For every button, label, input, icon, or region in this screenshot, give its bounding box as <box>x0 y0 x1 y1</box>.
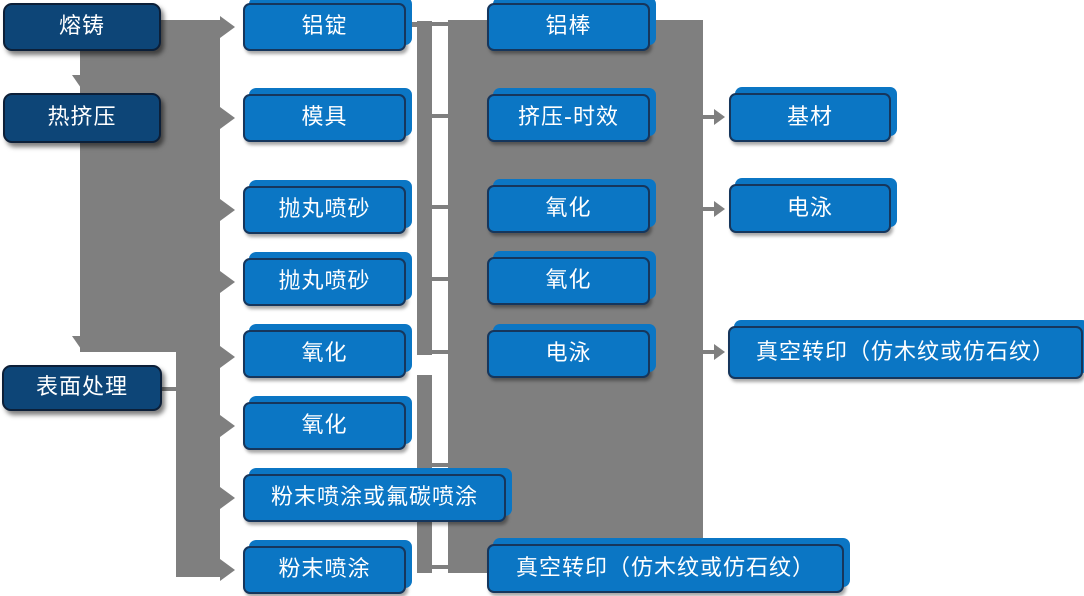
arrow-to-base-material <box>714 109 725 125</box>
node-electrophoresis-2: 电泳 <box>729 184 891 233</box>
node-hot-extrusion: 热挤压 <box>3 93 161 143</box>
arrow-to-oxidation-1 <box>220 346 235 368</box>
arrow-to-powder-or-fluorocarbon <box>220 487 235 509</box>
main-band-stage1 <box>80 20 220 352</box>
node-shot-blasting-2: 抛丸喷砂 <box>243 258 406 306</box>
arrow-line-to-vacuum-transfer-2 <box>703 350 715 354</box>
tie-line-row4 <box>432 277 448 281</box>
mid-bus-band-upper <box>417 21 432 355</box>
arrow-to-oxidation-2 <box>220 415 235 437</box>
node-oxidation-1: 氧化 <box>243 330 406 378</box>
arrow-to-shot-blasting-1 <box>220 199 235 221</box>
surface-branch-band <box>176 352 220 577</box>
tie-line-row8 <box>432 565 448 569</box>
arrow-to-mold <box>220 107 235 129</box>
node-powder-coating: 粉末喷涂 <box>243 546 406 594</box>
tie-line-row5 <box>432 350 448 354</box>
node-mold: 模具 <box>243 94 406 142</box>
node-shot-blasting-1: 抛丸喷砂 <box>243 186 406 234</box>
tie-line-row3 <box>432 205 448 209</box>
node-aluminum-rod: 铝棒 <box>487 3 650 51</box>
node-powder-or-fluorocarbon: 粉末喷涂或氟碳喷涂 <box>243 474 506 522</box>
arrow-to-aluminum-ingot <box>220 16 235 38</box>
surface-treatment-stub-line <box>160 387 177 391</box>
node-vacuum-transfer-1: 真空转印（仿木纹或仿石纹） <box>487 544 844 593</box>
tie-line-row7 <box>432 463 448 467</box>
arrow-line-to-electrophoresis-2 <box>703 207 715 211</box>
tie-line-row1 <box>432 22 448 26</box>
node-aluminum-ingot: 铝锭 <box>243 3 406 51</box>
node-base-material: 基材 <box>729 93 891 142</box>
arrow-to-shot-blasting-2 <box>220 271 235 293</box>
arrow-down-to-surface-treatment <box>72 336 90 349</box>
arrow-line-to-base-material <box>703 115 715 119</box>
node-oxidation-3: 氧化 <box>487 185 650 233</box>
node-melting: 熔铸 <box>3 3 161 51</box>
arrow-to-electrophoresis-2 <box>714 201 725 217</box>
arrow-down-to-hot-extrusion <box>72 75 90 88</box>
node-oxidation-2: 氧化 <box>243 402 406 450</box>
node-vacuum-transfer-2: 真空转印（仿木纹或仿石纹） <box>728 326 1083 379</box>
ingot-stub-line <box>406 22 418 27</box>
arrow-to-powder-coating <box>220 559 235 581</box>
node-electrophoresis-1: 电泳 <box>487 330 650 378</box>
tie-line-row2 <box>432 114 448 118</box>
arrow-to-vacuum-transfer-2 <box>714 344 725 360</box>
node-extrusion-aging: 挤压-时效 <box>487 94 650 142</box>
node-oxidation-4: 氧化 <box>487 257 650 305</box>
node-surface-treatment: 表面处理 <box>2 365 162 411</box>
